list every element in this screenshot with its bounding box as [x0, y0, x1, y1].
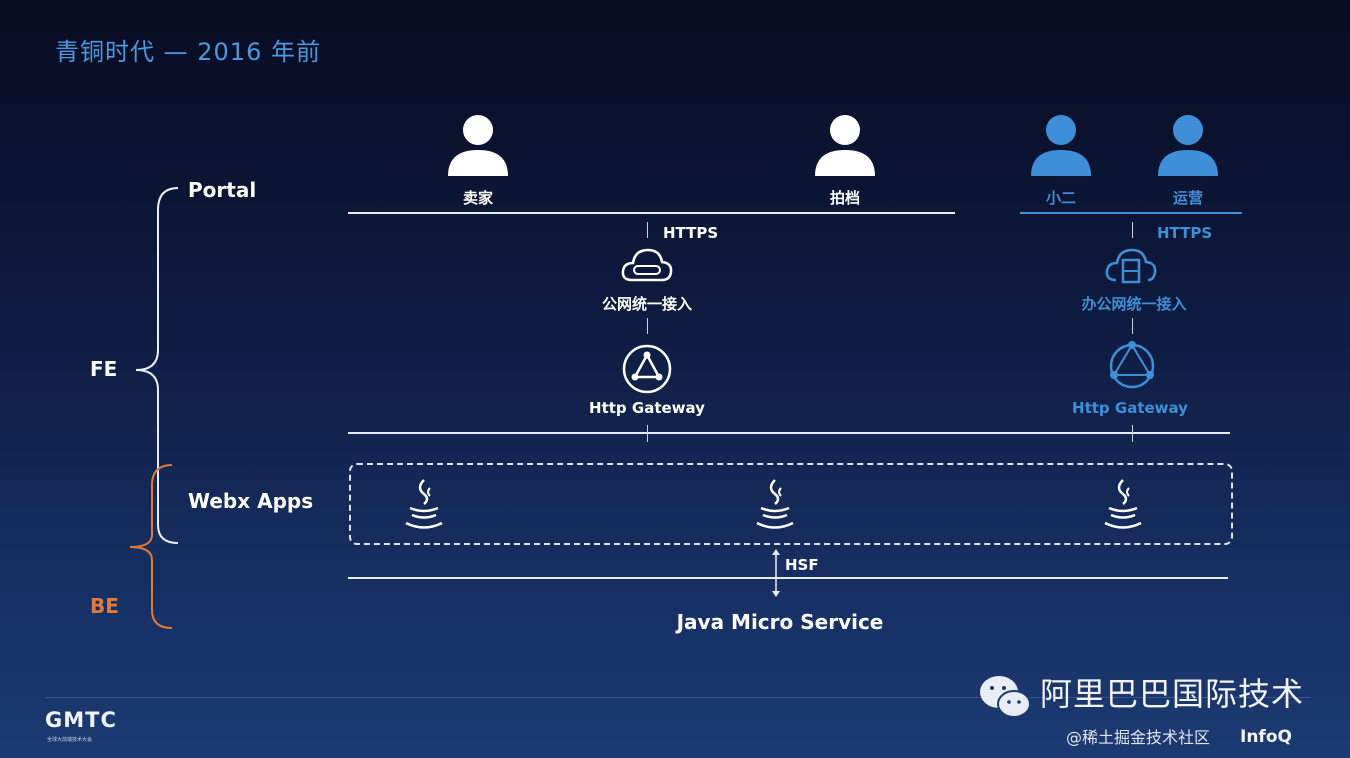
cloud-server-icon	[1105, 248, 1157, 284]
wechat-account-name: 阿里巴巴国际技术	[1040, 675, 1305, 713]
footer-divider	[45, 697, 1310, 698]
bidirectional-arrow-icon	[772, 549, 780, 597]
wechat-icon	[980, 676, 1031, 718]
arrow-down	[647, 318, 648, 334]
arrow-down	[1132, 425, 1133, 442]
portal-divider	[348, 212, 955, 214]
portal-label: Portal	[188, 178, 257, 202]
person-icon	[448, 115, 508, 176]
slide-title: 青铜时代 — 2016 年前	[55, 38, 321, 66]
fe-brace	[135, 187, 179, 544]
watermark: @稀土掘金技术社区	[1066, 728, 1211, 747]
be-divider	[348, 577, 1228, 579]
user-label: 卖家	[462, 189, 494, 207]
gmtc-logo-subtitle: 全球大前端技术大会	[47, 737, 93, 743]
portal-divider-internal	[1020, 212, 1242, 214]
java-icon	[405, 479, 443, 529]
gateway-icon	[622, 344, 672, 394]
hsf-label: HSF	[785, 556, 819, 574]
person-icon	[1158, 115, 1218, 176]
be-brace	[129, 464, 173, 629]
person-icon	[815, 115, 875, 176]
webx-apps-container	[349, 463, 1233, 545]
arrow-down	[647, 222, 648, 238]
cloud-icon	[621, 248, 673, 282]
java-icon	[756, 479, 794, 529]
webx-apps-label: Webx Apps	[188, 489, 314, 513]
gmtc-logo: GMTC	[45, 708, 117, 732]
https-label: HTTPS	[1157, 224, 1213, 242]
arrow-down	[1132, 222, 1133, 238]
fe-label: FE	[90, 357, 118, 381]
http-gateway-label: Http Gateway	[1072, 399, 1188, 417]
arrow-down	[647, 425, 648, 442]
user-label: 拍档	[829, 189, 861, 207]
brace-icons	[129, 187, 179, 629]
office-access-label: 办公网统一接入	[1081, 295, 1187, 313]
java-icon	[1104, 479, 1142, 529]
user-label: 运营	[1172, 189, 1204, 207]
person-icon	[1031, 115, 1091, 176]
infoq-logo: InfoQ	[1240, 727, 1292, 747]
java-micro-service-label: Java Micro Service	[676, 610, 884, 634]
https-label: HTTPS	[663, 224, 719, 242]
arrow-down	[1132, 318, 1133, 334]
user-label: 小二	[1045, 189, 1077, 207]
public-access-label: 公网统一接入	[601, 295, 693, 313]
http-gateway-label: Http Gateway	[589, 399, 705, 417]
fe-divider	[348, 432, 1230, 434]
gateway-icon	[1109, 341, 1155, 389]
be-label: BE	[90, 594, 119, 618]
